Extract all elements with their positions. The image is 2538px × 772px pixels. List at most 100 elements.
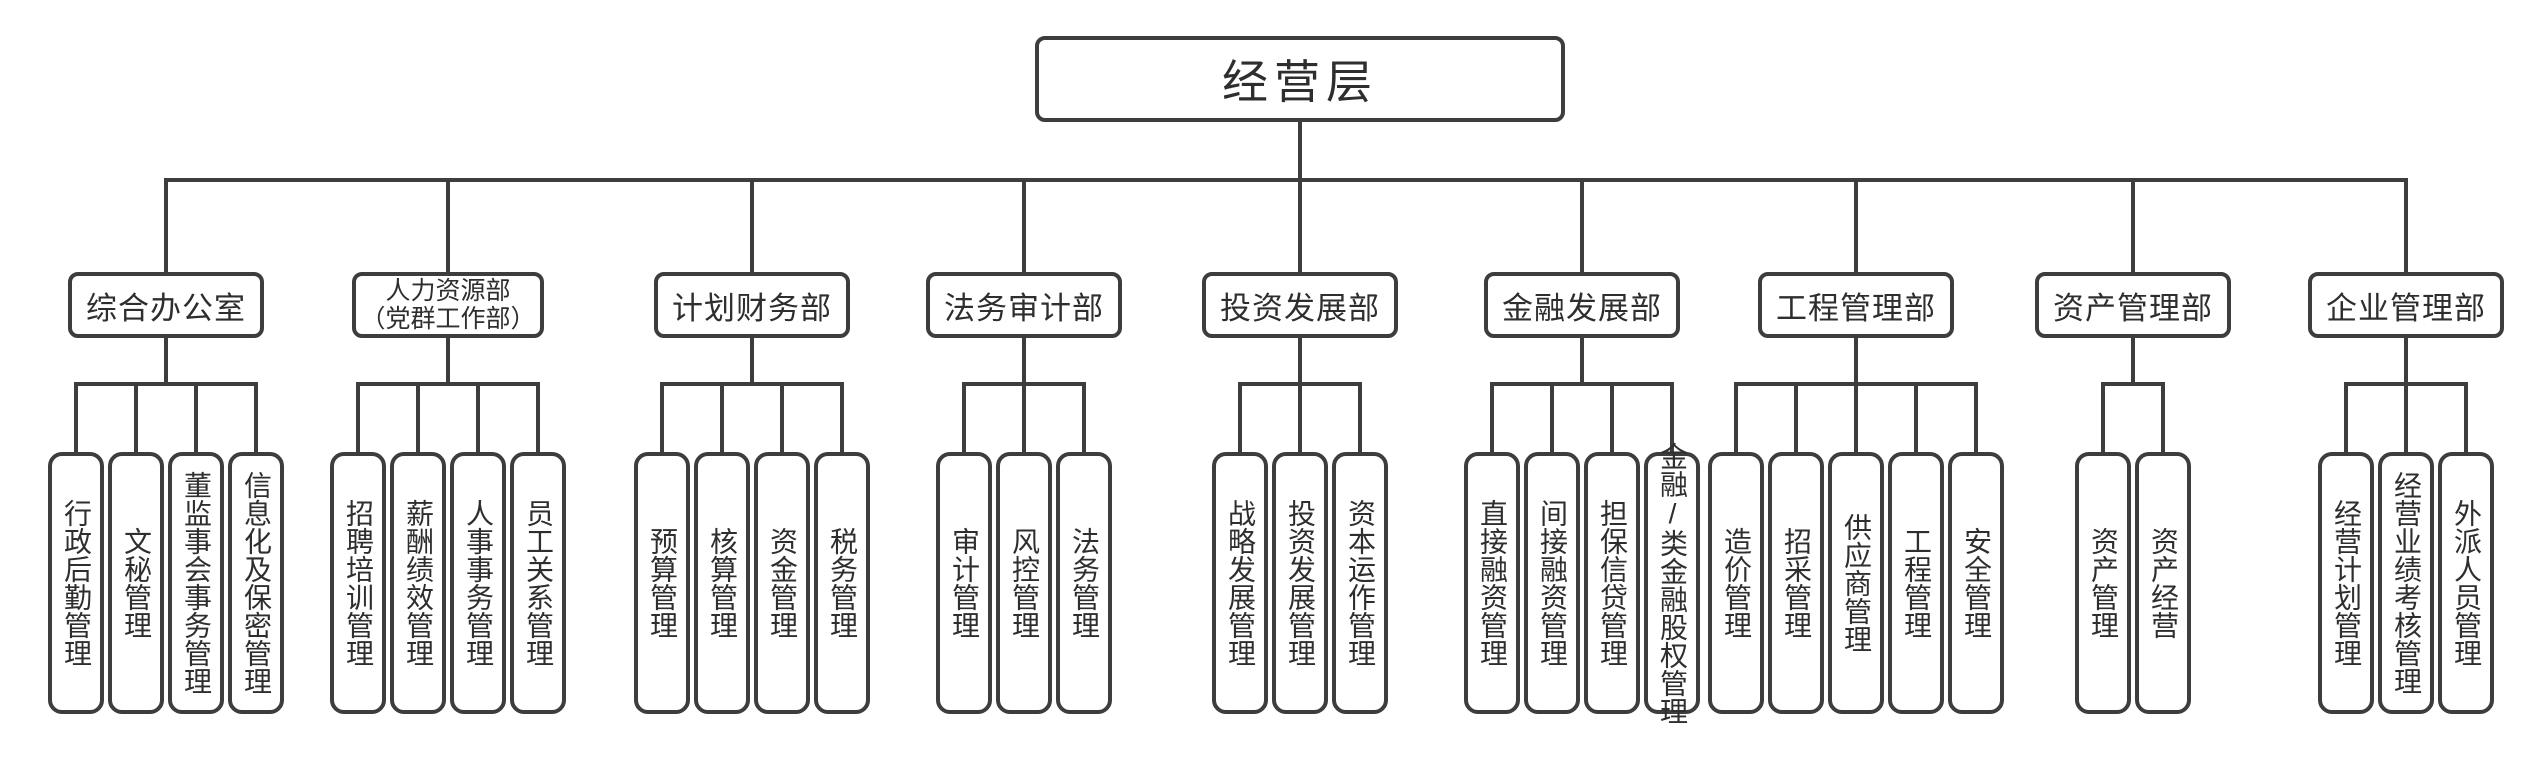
connector-child-stub bbox=[720, 382, 724, 452]
dept-group-financial-dev: 金融发展部 直接融资管理 间接融资管理 担保信贷管理 金融/类金融股权管理 bbox=[1464, 178, 1700, 725]
child-node: 经营计划管理 bbox=[2318, 382, 2374, 714]
child-node: 战略发展管理 bbox=[1212, 382, 1268, 714]
dept-group-finance: 计划财务部 预算管理 核算管理 资金管理 税务管理 bbox=[634, 178, 870, 714]
dept-label: 企业管理部 bbox=[2326, 290, 2486, 326]
child-node: 风控管理 bbox=[996, 382, 1052, 714]
function-label: 担保信贷管理 bbox=[1597, 499, 1628, 667]
function-label: 安全管理 bbox=[1961, 527, 1992, 639]
connector-child-stub bbox=[2101, 382, 2105, 452]
function-box: 资金管理 bbox=[754, 452, 810, 714]
child-node: 经营业绩考核管理 bbox=[2378, 382, 2434, 714]
child-node: 投资发展管理 bbox=[1272, 382, 1328, 714]
children-row: 招聘培训管理 薪酬绩效管理 人事事务管理 员工关系管理 bbox=[330, 382, 566, 714]
child-node: 担保信贷管理 bbox=[1584, 382, 1640, 714]
dept-label-line2: （党群工作部） bbox=[360, 305, 536, 333]
child-node: 行政后勤管理 bbox=[48, 382, 104, 714]
function-label: 经营业绩考核管理 bbox=[2391, 471, 2422, 695]
dept-node: 企业管理部 bbox=[2308, 272, 2504, 338]
connector-child-stub bbox=[780, 382, 784, 452]
connector-child-stub bbox=[476, 382, 480, 452]
child-node: 工程管理 bbox=[1888, 382, 1944, 714]
function-label: 资金管理 bbox=[767, 527, 798, 639]
connector-dept-stub bbox=[164, 178, 168, 272]
child-node: 法务管理 bbox=[1056, 382, 1112, 714]
function-box: 资产管理 bbox=[2075, 452, 2131, 714]
dept-label: 计划财务部 bbox=[672, 290, 832, 326]
dept-group-enterprise: 企业管理部 经营计划管理 经营业绩考核管理 外派人员管理 bbox=[2308, 178, 2504, 714]
connector-child-stub bbox=[2404, 382, 2408, 452]
connector-child-stub bbox=[1670, 382, 1674, 452]
dept-node: 法务审计部 bbox=[926, 272, 1122, 338]
function-label: 文秘管理 bbox=[121, 527, 152, 639]
children-row: 经营计划管理 经营业绩考核管理 外派人员管理 bbox=[2318, 382, 2494, 714]
function-label: 工程管理 bbox=[1901, 527, 1932, 639]
function-label: 行政后勤管理 bbox=[61, 499, 92, 667]
function-label: 经营计划管理 bbox=[2331, 499, 2362, 667]
connector-child-bus bbox=[1238, 382, 1362, 386]
function-box: 资产经营 bbox=[2135, 452, 2191, 714]
connector-dept-stub bbox=[1298, 178, 1302, 272]
dept-group-assets: 资产管理部 资产管理 资产经营 bbox=[2035, 178, 2231, 714]
connector-dept-down bbox=[2404, 338, 2408, 382]
dept-node: 金融发展部 bbox=[1484, 272, 1680, 338]
connector-root-stub bbox=[1298, 120, 1302, 180]
function-label: 资本运作管理 bbox=[1345, 499, 1376, 667]
dept-group-engineering: 工程管理部 造价管理 招采管理 供应商管理 工程管理 安全管 bbox=[1708, 178, 2004, 714]
connector-child-stub bbox=[1794, 382, 1798, 452]
dept-group-legal-audit: 法务审计部 审计管理 风控管理 法务管理 bbox=[926, 178, 1122, 714]
connector-child-stub bbox=[1974, 382, 1978, 452]
dept-label: 投资发展部 bbox=[1220, 290, 1380, 326]
child-node: 信息化及保密管理 bbox=[228, 382, 284, 714]
connector-dept-down bbox=[2131, 338, 2135, 382]
connector-child-stub bbox=[2464, 382, 2468, 452]
function-box: 安全管理 bbox=[1948, 452, 2004, 714]
function-box: 外派人员管理 bbox=[2438, 452, 2494, 714]
connector-child-stub bbox=[2344, 382, 2348, 452]
connector-child-stub bbox=[1082, 382, 1086, 452]
dept-label: 资产管理部 bbox=[2053, 290, 2213, 326]
function-box: 经营计划管理 bbox=[2318, 452, 2374, 714]
dept-node: 投资发展部 bbox=[1202, 272, 1398, 338]
function-label: 预算管理 bbox=[647, 527, 678, 639]
connector-child-stub bbox=[356, 382, 360, 452]
connector-child-stub bbox=[1238, 382, 1242, 452]
children-row: 战略发展管理 投资发展管理 资本运作管理 bbox=[1212, 382, 1388, 714]
function-box: 经营业绩考核管理 bbox=[2378, 452, 2434, 714]
function-box: 招聘培训管理 bbox=[330, 452, 386, 714]
function-box: 法务管理 bbox=[1056, 452, 1112, 714]
function-label: 税务管理 bbox=[827, 527, 858, 639]
function-label: 战略发展管理 bbox=[1225, 499, 1256, 667]
child-node: 供应商管理 bbox=[1828, 382, 1884, 714]
children-row: 审计管理 风控管理 法务管理 bbox=[936, 382, 1112, 714]
children-row: 造价管理 招采管理 供应商管理 工程管理 安全管理 bbox=[1708, 382, 2004, 714]
connector-child-stub bbox=[416, 382, 420, 452]
dept-group-hr: 人力资源部 （党群工作部） 招聘培训管理 薪酬绩效管理 人事事务管理 员工关系管… bbox=[330, 178, 566, 714]
connector-child-bus bbox=[1734, 382, 1978, 386]
connector-dept-down bbox=[750, 338, 754, 382]
function-label: 资产经营 bbox=[2148, 527, 2179, 639]
child-node: 招采管理 bbox=[1768, 382, 1824, 714]
function-box: 审计管理 bbox=[936, 452, 992, 714]
child-node: 资产管理 bbox=[2075, 382, 2131, 714]
connector-child-bus bbox=[356, 382, 540, 386]
function-label: 招采管理 bbox=[1781, 527, 1812, 639]
root-node: 经营层 bbox=[1035, 36, 1565, 122]
dept-node: 综合办公室 bbox=[68, 272, 264, 338]
function-label: 人事事务管理 bbox=[463, 499, 494, 667]
connector-child-stub bbox=[1914, 382, 1918, 452]
connector-child-bus bbox=[74, 382, 258, 386]
function-label: 造价管理 bbox=[1721, 527, 1752, 639]
function-label: 招聘培训管理 bbox=[343, 499, 374, 667]
connector-child-stub bbox=[660, 382, 664, 452]
child-node: 造价管理 bbox=[1708, 382, 1764, 714]
function-label: 外派人员管理 bbox=[2451, 499, 2482, 667]
function-box: 招采管理 bbox=[1768, 452, 1824, 714]
function-box: 员工关系管理 bbox=[510, 452, 566, 714]
dept-label: 法务审计部 bbox=[944, 290, 1104, 326]
children-row: 直接融资管理 间接融资管理 担保信贷管理 金融/类金融股权管理 bbox=[1464, 382, 1700, 725]
child-node: 间接融资管理 bbox=[1524, 382, 1580, 714]
function-label: 投资发展管理 bbox=[1285, 499, 1316, 667]
function-box: 供应商管理 bbox=[1828, 452, 1884, 714]
child-node: 核算管理 bbox=[694, 382, 750, 714]
child-node: 招聘培训管理 bbox=[330, 382, 386, 714]
